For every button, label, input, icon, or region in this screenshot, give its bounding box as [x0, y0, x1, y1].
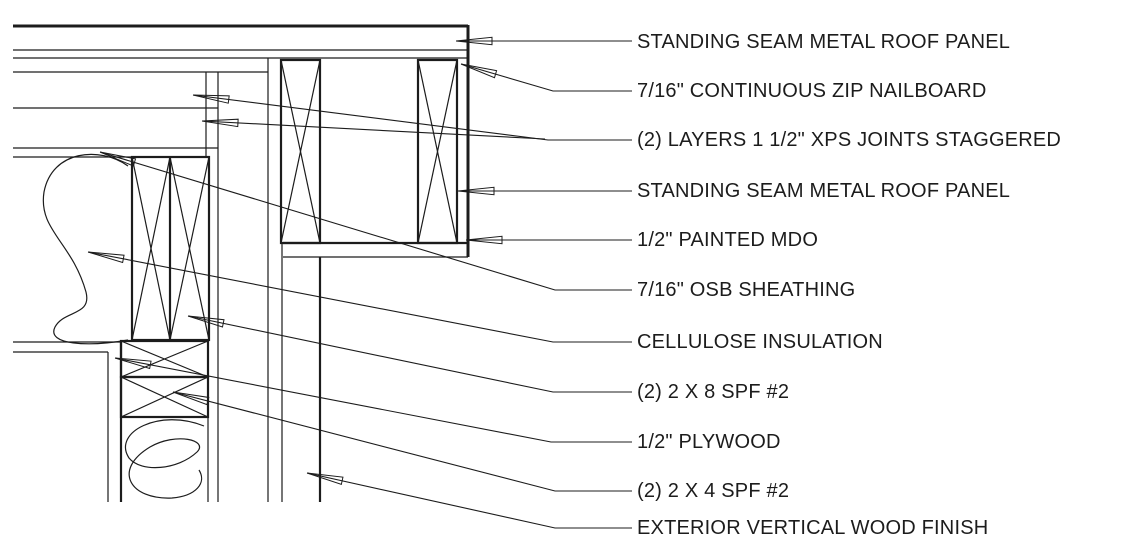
roof-assembly-layers	[13, 24, 468, 502]
leader-xps-layer-1	[193, 94, 632, 141]
callout-2x8-spf: (2) 2 X 8 SPF #2	[637, 381, 790, 403]
double-stud-2x8	[130, 155, 211, 342]
callout-standing-seam-roof-1: STANDING SEAM METAL ROOF PANEL	[637, 31, 1011, 53]
leader-2x8-spf	[188, 315, 632, 393]
callout-painted-mdo: 1/2" PAINTED MDO	[637, 229, 819, 251]
rake-overhang-box	[279, 25, 470, 258]
leader-exterior-wood-finish	[307, 472, 632, 529]
callout-osb-sheathing: 7/16" OSB SHEATHING	[637, 279, 856, 301]
leader-zip-nailboard	[461, 63, 632, 92]
leader-xps-layer-2	[202, 121, 546, 140]
leader-2x4-spf	[173, 391, 632, 492]
framing-member-x-brace	[416, 58, 459, 245]
insulation-squiggle-upper	[42, 153, 129, 345]
callout-cellulose-insulation: CELLULOSE INSULATION	[637, 331, 883, 353]
wall-assembly	[13, 243, 322, 502]
leader-cellulose-insulation	[88, 251, 632, 343]
leader-osb-sheathing	[100, 151, 632, 291]
callout-plywood: 1/2" PLYWOOD	[637, 431, 781, 453]
callout-zip-nailboard: 7/16" CONTINUOUS ZIP NAILBOARD	[637, 80, 987, 102]
insulation-squiggle-lower	[124, 419, 205, 499]
callout-exterior-wood-finish: EXTERIOR VERTICAL WOOD FINISH	[637, 517, 989, 539]
callout-2x4-spf: (2) 2 X 4 SPF #2	[637, 480, 790, 502]
callout-xps-layers: (2) LAYERS 1 1/2" XPS JOINTS STAGGERED	[637, 129, 1062, 151]
leader-plywood	[115, 357, 632, 443]
leader-lines	[88, 41, 632, 529]
framing-member-x-brace	[279, 58, 322, 245]
blocking-2x4	[119, 339, 210, 419]
callout-standing-seam-roof-2: STANDING SEAM METAL ROOF PANEL	[637, 180, 1011, 202]
